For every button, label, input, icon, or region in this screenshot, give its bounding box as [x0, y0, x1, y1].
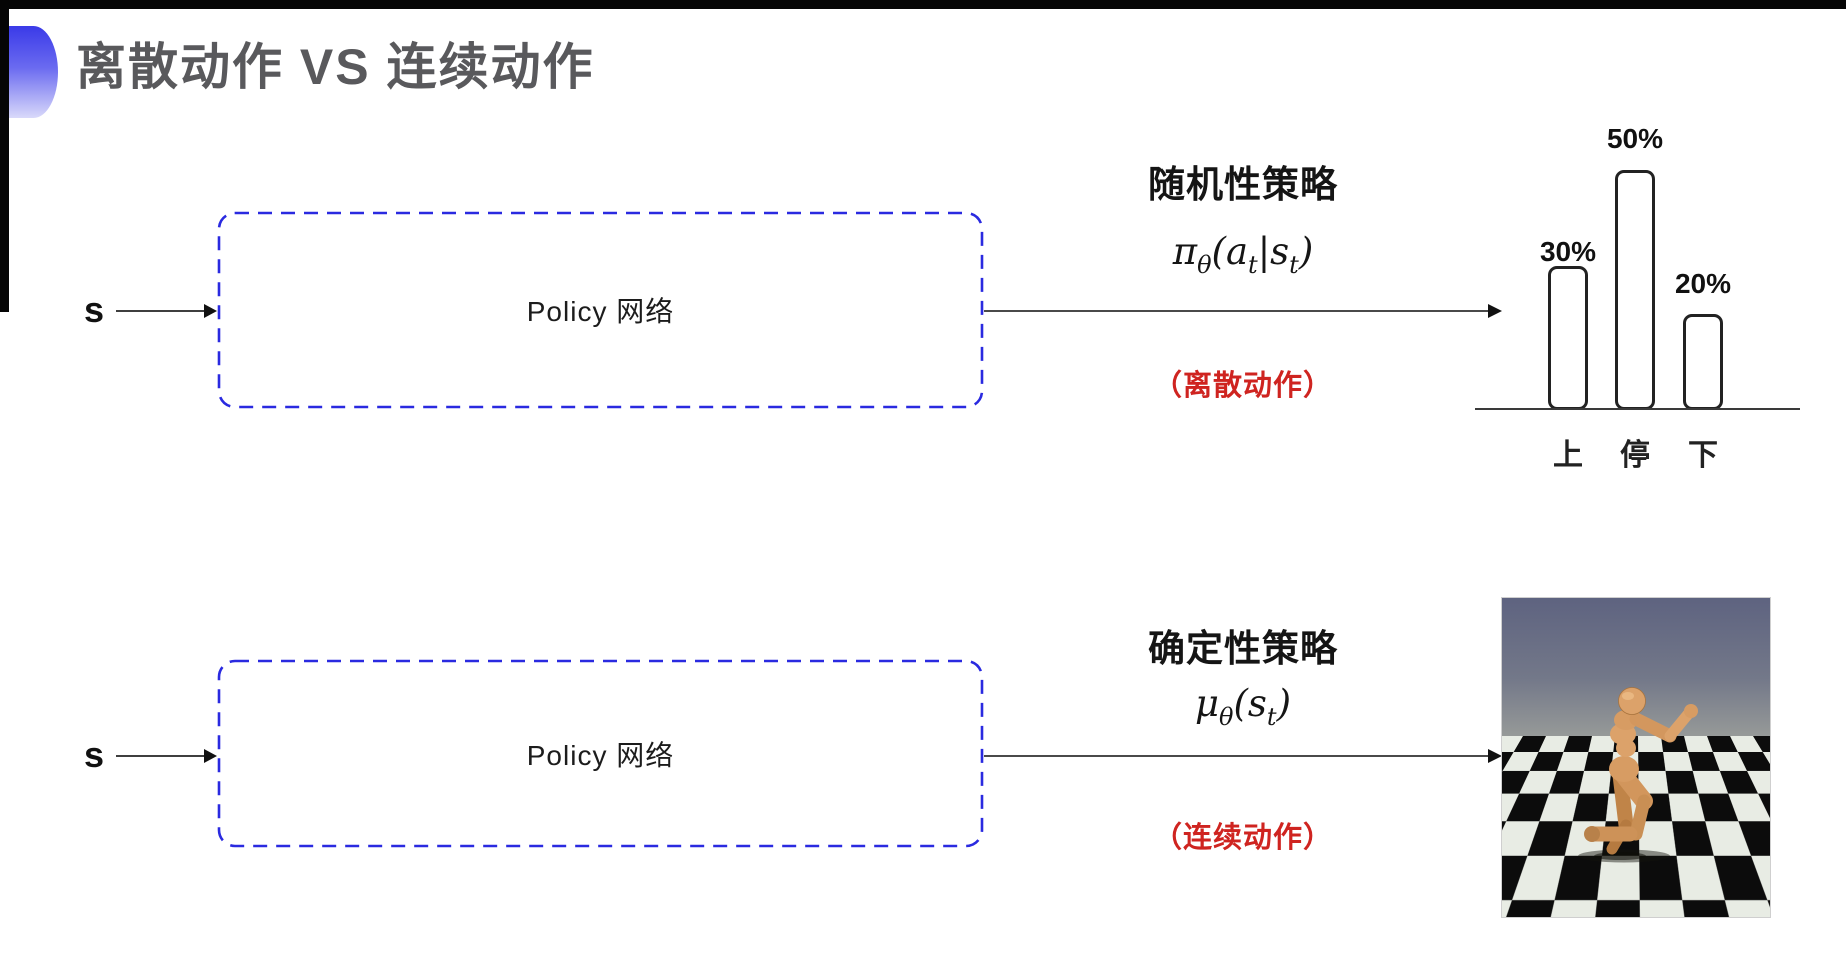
formula-term: ) — [1298, 230, 1314, 273]
output-arrow-bottom — [984, 749, 1502, 763]
bar-category-label: 下 — [1688, 439, 1718, 472]
bar-value-label: 30% — [1539, 236, 1597, 267]
left-frame-bar — [0, 0, 9, 312]
bar-stop — [1615, 170, 1655, 410]
policy-type-label-top: 随机性策略 — [1148, 164, 1338, 205]
formula-term: ) — [1276, 682, 1292, 725]
policy-network-box-bottom: Policy 网络 — [217, 659, 984, 848]
formula-subscript: t — [1289, 251, 1299, 279]
bar-up — [1548, 266, 1588, 410]
policy-network-box-top: Policy 网络 — [217, 211, 984, 409]
action-type-note-top: （离散动作） — [1152, 370, 1333, 402]
policy-formula-bottom: μθ(st) — [1078, 682, 1408, 729]
action-probability-bar-chart: 30% 50% 20% 上 停 下 — [1475, 100, 1805, 472]
top-frame-bar — [0, 0, 1846, 9]
formula-term: |s — [1257, 230, 1290, 273]
bar-category-label: 上 — [1553, 439, 1583, 472]
action-type-note-bottom: （连续动作） — [1152, 822, 1333, 854]
page-title: 离散动作 VS 连续动作 — [76, 39, 595, 95]
mujoco-humanoid-image — [1501, 597, 1771, 918]
policy-formula-top: πθ(at|st) — [1078, 230, 1408, 277]
formula-subscript: θ — [1197, 251, 1212, 279]
policy-type-label-bottom: 确定性策略 — [1148, 628, 1338, 669]
dashed-border-top — [217, 211, 984, 409]
state-input-label-bottom: s — [84, 734, 105, 775]
title-bullet-icon — [9, 26, 58, 118]
bar-down — [1683, 314, 1723, 410]
policy-network-label-top: Policy 网络 — [526, 296, 675, 327]
formula-symbol: π — [1172, 230, 1198, 273]
formula-symbol: μ — [1194, 682, 1220, 725]
policy-network-label-bottom: Policy 网络 — [526, 739, 675, 771]
formula-subscript: θ — [1219, 703, 1234, 731]
formula-subscript: t — [1248, 251, 1258, 279]
output-arrow-top — [984, 304, 1502, 318]
input-arrow-bottom — [116, 749, 217, 763]
formula-term: (s — [1233, 682, 1267, 725]
dashed-border-bottom — [217, 659, 984, 848]
formula-term: (a — [1211, 230, 1249, 273]
chart-baseline — [1475, 408, 1800, 410]
bar-category-label: 停 — [1620, 439, 1650, 472]
formula-subscript: t — [1266, 703, 1277, 731]
bar-value-label: 20% — [1674, 268, 1732, 299]
state-input-label-top: s — [84, 289, 105, 330]
input-arrow-top — [116, 304, 217, 318]
humanoid-figure — [1578, 687, 1698, 863]
bar-value-label: 50% — [1606, 123, 1664, 154]
